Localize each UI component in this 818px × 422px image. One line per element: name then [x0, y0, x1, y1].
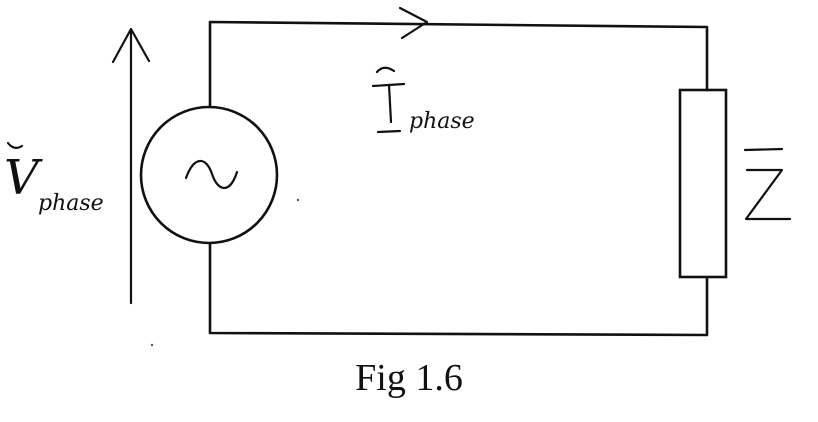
- current-label: phase: [371, 66, 475, 134]
- current-subscript: phase: [409, 109, 475, 134]
- current-arrow-icon: [398, 6, 429, 40]
- current-tilde-icon: [375, 66, 396, 74]
- top-wire: [208, 20, 709, 109]
- scan-speck: [150, 343, 154, 347]
- impedance-label: [743, 147, 792, 221]
- figure-caption: Fig 1.6: [355, 357, 463, 399]
- current-i-stem: [387, 83, 393, 124]
- ac-source-circle: [139, 105, 279, 245]
- voltage-subscript: phase: [38, 191, 104, 216]
- sine-wave-icon: [184, 159, 239, 190]
- scan-speck: [296, 198, 300, 202]
- impedance-box: [678, 88, 728, 279]
- bottom-wire: [208, 242, 709, 337]
- current-underline: [376, 129, 402, 134]
- impedance-z-glyph: [744, 168, 792, 221]
- voltage-arrow: [111, 27, 151, 305]
- voltage-symbol: V: [4, 150, 43, 206]
- voltage-arrow-head-icon: [111, 27, 151, 64]
- voltage-tilde-icon: [6, 141, 24, 150]
- ac-source: [139, 105, 279, 245]
- voltage-label: V phase: [4, 141, 104, 216]
- impedance-overbar: [743, 147, 784, 152]
